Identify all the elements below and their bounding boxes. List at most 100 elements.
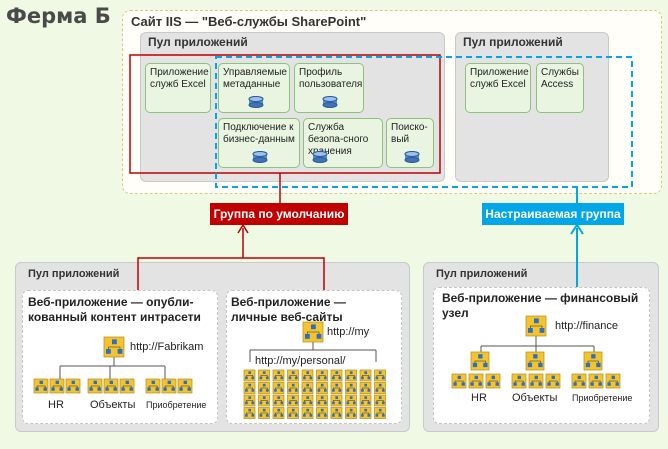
site-hierarchy-icon bbox=[301, 382, 314, 394]
site-hierarchy-icon bbox=[87, 378, 103, 394]
iis-site-title: Сайт IIS — "Веб-службы SharePoint" bbox=[131, 14, 367, 29]
app-pool-bottom-left-title: Пул приложений bbox=[28, 268, 120, 280]
site-hierarchy-icon bbox=[374, 382, 386, 394]
site-hierarchy-icon bbox=[258, 407, 270, 419]
default-group-outline bbox=[129, 54, 441, 174]
service-label: Службы Access bbox=[541, 67, 579, 90]
site-hierarchy-icon bbox=[103, 378, 119, 394]
site-hierarchy-icon bbox=[359, 382, 372, 394]
farm-title: Ферма Б bbox=[6, 4, 111, 28]
service-label: Поиско-вый bbox=[391, 122, 428, 145]
site-hierarchy-icon bbox=[525, 315, 547, 337]
site-hierarchy-icon bbox=[49, 378, 65, 394]
database-icon bbox=[252, 151, 268, 163]
site-hierarchy-icon bbox=[605, 373, 621, 389]
site-hierarchy-icon bbox=[470, 351, 490, 371]
site-url[interactable]: http://Fabrikam bbox=[130, 341, 204, 353]
connectors bbox=[59, 54, 633, 379]
site-hierarchy-icon bbox=[345, 382, 357, 394]
service-excel[interactable]: Приложение служб Excel bbox=[465, 63, 531, 113]
service-excel[interactable]: Приложение служб Excel bbox=[145, 63, 211, 113]
site-hierarchy-icon bbox=[345, 394, 357, 407]
site-hierarchy-icon bbox=[243, 369, 256, 382]
branch-label: Объекты bbox=[90, 399, 136, 411]
service-access[interactable]: Службы Access bbox=[536, 63, 584, 113]
site-hierarchy-icon bbox=[145, 378, 161, 394]
service-label: Подключение к бизнес-данным bbox=[223, 122, 295, 145]
branch-label: HR bbox=[471, 392, 487, 404]
site-hierarchy-icon bbox=[287, 394, 299, 407]
site-hierarchy-icon bbox=[316, 394, 328, 407]
default-group-connector bbox=[137, 257, 325, 290]
site-hierarchy-icon bbox=[316, 407, 328, 419]
site-hierarchy-icon bbox=[287, 407, 299, 419]
site-hierarchy-icon bbox=[359, 369, 372, 382]
site-hierarchy-icon bbox=[511, 373, 527, 389]
site-hierarchy-icon bbox=[243, 407, 256, 419]
site-hierarchy-icon bbox=[374, 394, 386, 407]
site-hierarchy-icon bbox=[272, 407, 285, 419]
site-hierarchy-icon bbox=[272, 369, 285, 382]
site-hierarchy-icon bbox=[345, 407, 357, 419]
web-app-title-line2: кованный контент интрасети bbox=[28, 310, 201, 324]
site-hierarchy-icon bbox=[243, 394, 256, 407]
web-app-title-line2: личные веб-сайты bbox=[231, 310, 343, 324]
branch-label: Приобретение bbox=[146, 400, 207, 410]
database-icon bbox=[248, 96, 264, 108]
database-icon bbox=[404, 151, 420, 163]
site-hierarchy-icon bbox=[316, 382, 328, 394]
site-hierarchy-icon bbox=[345, 369, 357, 382]
app-pool-left-title: Пул приложений bbox=[148, 35, 248, 49]
site-hierarchy-icon bbox=[545, 373, 561, 389]
custom-group-outline bbox=[215, 56, 633, 188]
site-hierarchy-icon bbox=[287, 382, 299, 394]
site-hierarchy-icon bbox=[33, 378, 49, 394]
service-label: Приложение служб Excel bbox=[150, 67, 209, 90]
site-hierarchy-icon bbox=[258, 369, 270, 382]
site-sub-url[interactable]: http://my/personal/ bbox=[255, 355, 346, 367]
branch-label: Объекты bbox=[512, 392, 558, 404]
site-hierarchy-icon bbox=[316, 369, 328, 382]
service-label: Управляемые метаданные bbox=[223, 67, 287, 90]
site-icons bbox=[33, 315, 621, 419]
site-hierarchy-icon bbox=[177, 378, 193, 394]
site-hierarchy-icon bbox=[301, 407, 314, 419]
service-label: Профиль пользователя bbox=[299, 67, 363, 90]
site-hierarchy-icon bbox=[330, 394, 343, 407]
site-hierarchy-icon bbox=[302, 321, 324, 343]
database-icon bbox=[312, 151, 328, 163]
site-hierarchy-icon bbox=[330, 382, 343, 394]
site-url[interactable]: http://my bbox=[327, 326, 370, 338]
site-url[interactable]: http://finance bbox=[555, 320, 618, 332]
site-hierarchy-icon bbox=[374, 369, 386, 382]
site-hierarchy-icon bbox=[65, 378, 81, 394]
site-hierarchy-icon bbox=[359, 394, 372, 407]
site-hierarchy-icon bbox=[161, 378, 177, 394]
web-app-title-line2: узел bbox=[442, 306, 469, 320]
site-hierarchy-icon bbox=[287, 369, 299, 382]
arrow-icon bbox=[570, 223, 584, 235]
branch-label: Приобретение bbox=[572, 393, 633, 403]
site-hierarchy-icon bbox=[301, 369, 314, 382]
site-hierarchy-icon bbox=[485, 373, 501, 389]
site-hierarchy-icon bbox=[330, 407, 343, 419]
web-app-title-line1: Веб-приложение — опубли- bbox=[28, 295, 194, 309]
site-hierarchy-icon bbox=[528, 373, 544, 389]
app-pool-right-title: Пул приложений bbox=[463, 35, 563, 49]
site-hierarchy-icon bbox=[103, 336, 125, 358]
site-hierarchy-icon bbox=[258, 394, 270, 407]
custom-group-badge: Настраиваемая группа bbox=[482, 203, 624, 225]
site-hierarchy-icon bbox=[272, 382, 285, 394]
site-hierarchy-icon bbox=[525, 351, 545, 371]
web-app-title-line1: Веб-приложение — финансовый bbox=[442, 291, 639, 305]
arrow-icon bbox=[237, 223, 249, 234]
site-hierarchy-icon bbox=[272, 394, 285, 407]
service-label: Служба безопа-сного хранения bbox=[308, 122, 369, 157]
site-hierarchy-icon bbox=[330, 369, 343, 382]
site-hierarchy-icon bbox=[359, 407, 372, 419]
site-hierarchy-icon bbox=[119, 378, 135, 394]
site-hierarchy-icon bbox=[374, 407, 386, 419]
site-hierarchy-icon bbox=[301, 394, 314, 407]
site-hierarchy-icon bbox=[571, 373, 587, 389]
